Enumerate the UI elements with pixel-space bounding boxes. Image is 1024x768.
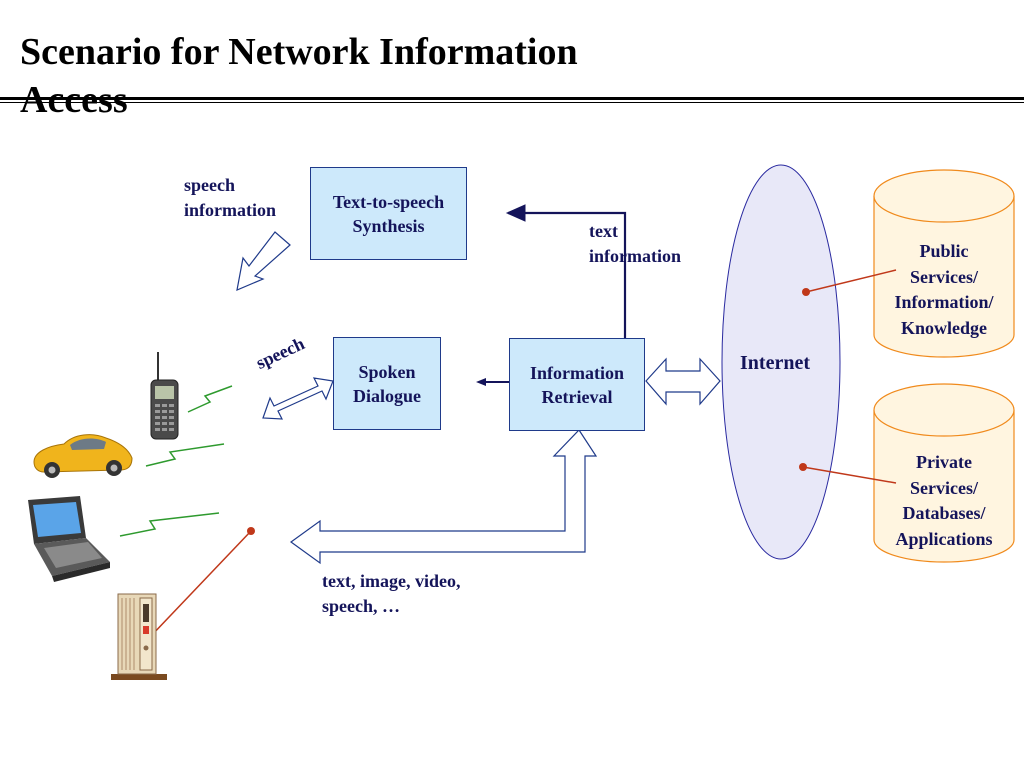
private-database-cylinder: [873, 383, 1015, 563]
media-types-label: text, image, video, speech, …: [322, 571, 461, 616]
spoken-dialogue-label: Spoken Dialogue: [352, 361, 421, 406]
desktop-tower-icon: [111, 593, 167, 680]
media-arrow: [289, 429, 598, 565]
internet-ellipse: [721, 164, 841, 560]
ir-internet-double-arrow: [645, 357, 721, 406]
mobile-phone-icon: [150, 352, 179, 440]
text-information-label: text information: [589, 221, 681, 266]
tts-synthesis-label: Text-to-speech Synthesis: [332, 191, 445, 236]
public-database-cylinder: [873, 169, 1015, 358]
private-connector: [799, 463, 897, 484]
wireless-signal-icon: [145, 443, 225, 467]
speech-information-arrow: [236, 231, 291, 291]
wired-connector: [149, 527, 255, 638]
title-rule-thin: [0, 102, 1024, 103]
title-rule: [0, 97, 1024, 100]
laptop-icon: [28, 496, 110, 582]
text-information-arrow: [505, 204, 627, 338]
wireless-signal-icon: [119, 512, 220, 537]
page-title: Scenario for Network Information Access: [20, 31, 578, 121]
speech-double-arrow: [262, 377, 334, 420]
private-services-label: Private Services/ Databases/ Application…: [895, 452, 993, 549]
car-icon: [33, 434, 133, 478]
spoken-dialogue-box: Spoken Dialogue: [333, 337, 441, 430]
public-services-label: Public Services/ Information/ Knowledge: [894, 241, 994, 338]
information-retrieval-box: Information Retrieval: [509, 338, 645, 431]
speech-information-label: speech information: [184, 175, 276, 220]
wireless-signal-icon: [187, 385, 233, 413]
information-retrieval-label: Information Retrieval: [530, 362, 624, 407]
internet-label: Internet: [740, 352, 810, 374]
public-connector: [802, 269, 897, 296]
tts-synthesis-box: Text-to-speech Synthesis: [310, 167, 467, 260]
